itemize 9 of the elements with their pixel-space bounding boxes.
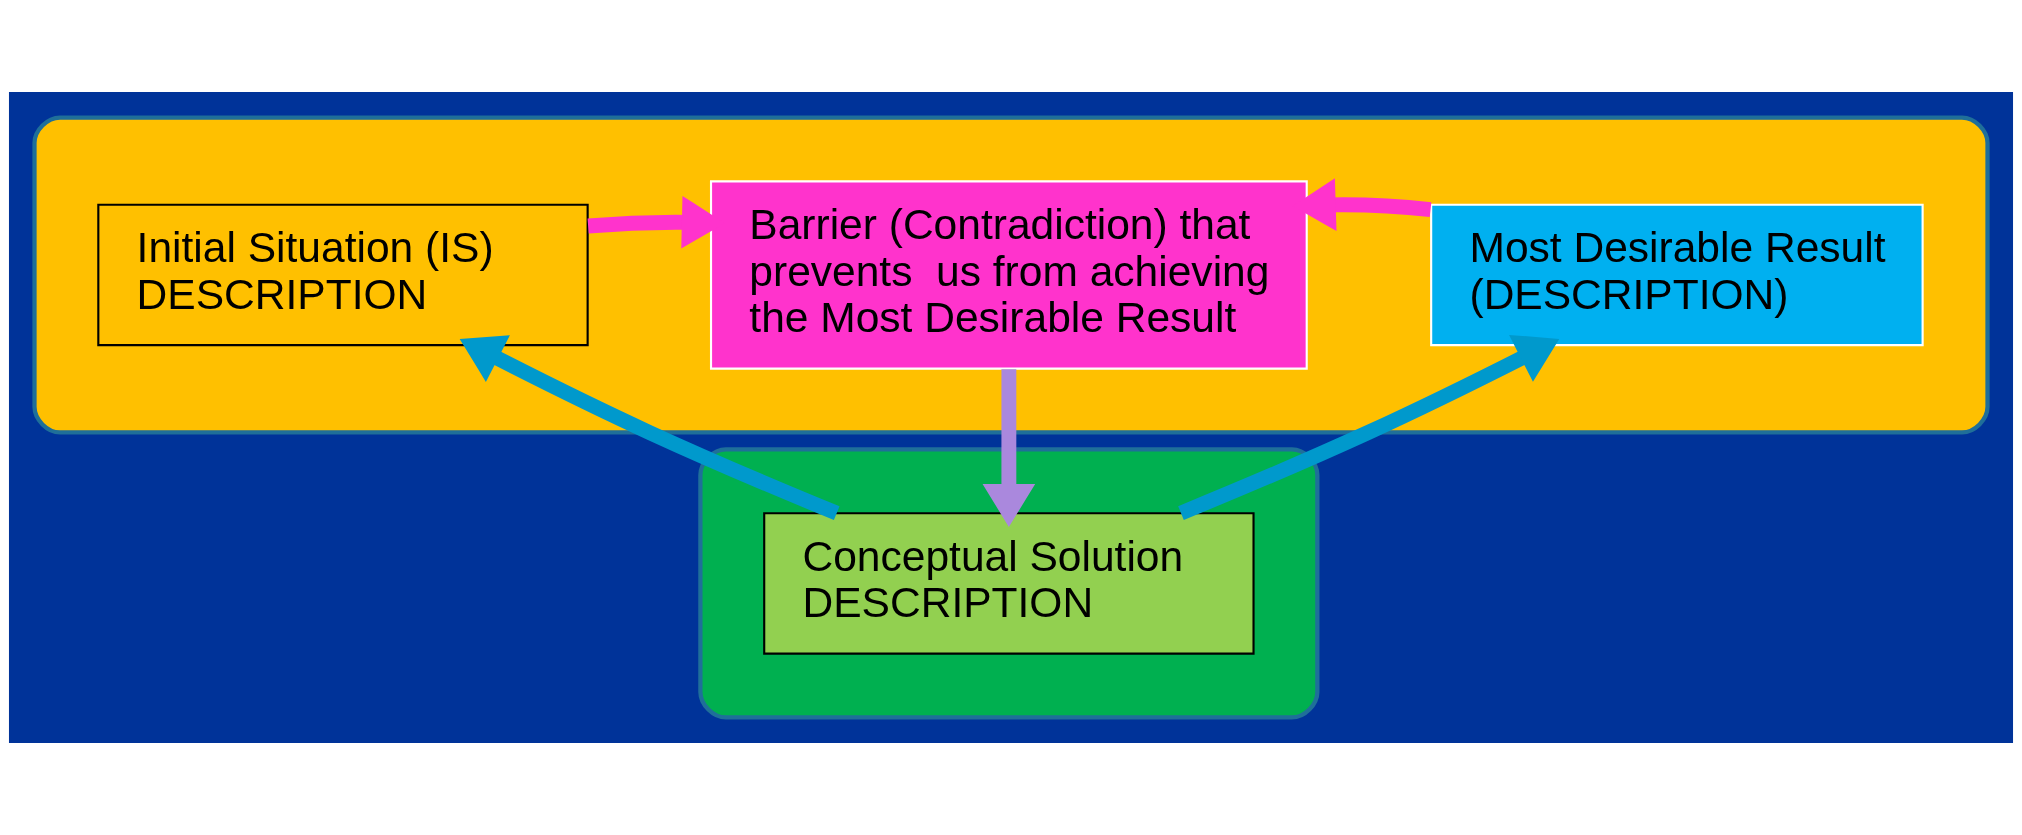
node-box: Most Desirable Result (DESCRIPTION) (1430, 203, 1924, 347)
node-box: Conceptual Solution DESCRIPTION (763, 512, 1255, 655)
cluster (698, 447, 1320, 720)
arrow (982, 369, 1036, 527)
node-box: Initial Situation (IS) DESCRIPTION (97, 203, 589, 347)
arrow (1178, 334, 1560, 520)
cluster (32, 115, 1990, 435)
node-box: Barrier (Contradiction) that prevents us from achieving the Most Desirable Result (709, 180, 1308, 370)
arrow (459, 335, 840, 520)
